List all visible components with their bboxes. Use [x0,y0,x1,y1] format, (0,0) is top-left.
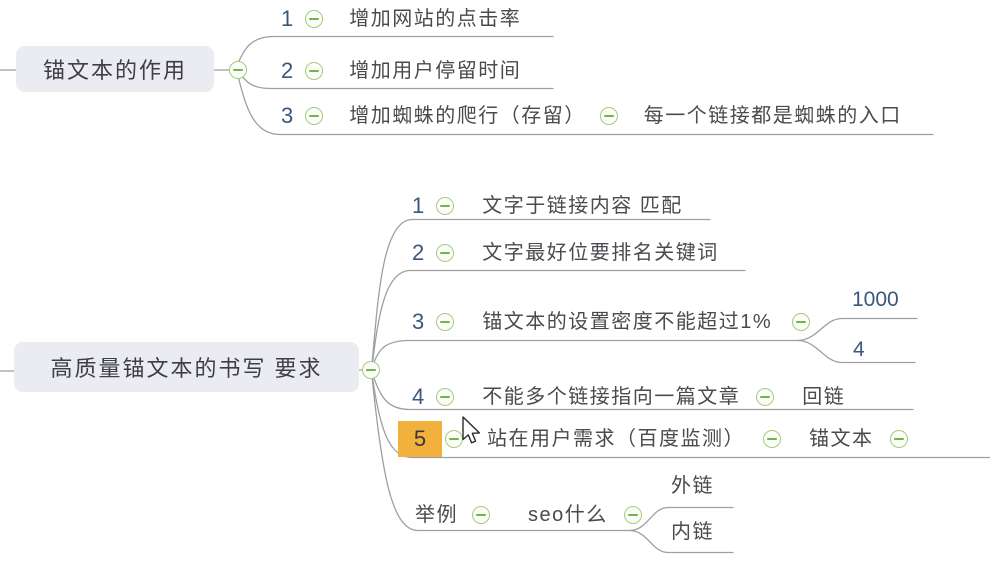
topic-label[interactable]: 文字于链接内容 匹配 [482,195,683,217]
topic-label[interactable]: 不能多个链接指向一篇文章 [482,386,741,408]
topic-label[interactable]: seo什么 [528,504,608,526]
topic-label[interactable]: 增加蜘蛛的爬行（存留） [349,105,586,127]
topic-label[interactable]: 举例 [415,504,458,526]
collapse-icon[interactable] [436,244,455,262]
collapse-icon[interactable] [436,313,455,331]
root-topic-label: 锚文本的作用 [42,58,187,83]
collapse-icon[interactable] [436,197,455,215]
connector-path [629,506,734,532]
topic-number-selected[interactable]: 5 [398,421,442,457]
subtopic-label[interactable]: 每一个链接都是蜘蛛的入口 [643,105,902,127]
subtopic-label[interactable]: 内链 [671,521,714,543]
branch-row: 4 不能多个链接指向一篇文章 回链 [412,380,845,414]
branch-row-selected: 5 站在用户需求（百度监测） 锚文本 [398,421,908,457]
collapse-icon[interactable] [889,430,908,448]
collapse-icon[interactable] [756,388,775,406]
collapse-icon[interactable] [436,388,455,406]
topic-number[interactable]: 4 [412,384,425,409]
cursor-arrow [462,416,481,444]
branch-row: 3 增加蜘蛛的爬行（存留） 每一个链接都是蜘蛛的入口 [281,99,902,133]
connector-path [797,317,918,342]
branch-row: 2 文字最好位要排名关键词 [412,236,719,270]
connector-path [371,339,799,369]
collapse-icon[interactable] [792,313,811,331]
topic-number[interactable]: 2 [412,240,425,265]
topic-label[interactable]: 增加用户停留时间 [349,60,522,82]
root-topic-anchor-writing-requirements[interactable]: 高质量锚文本的书写 要求 [14,342,359,392]
connector-path [237,35,554,65]
topic-label[interactable]: 文字最好位要排名关键词 [482,242,719,264]
subtopic-label[interactable]: 4 [853,338,865,361]
branch-row: 举例 seo什么 [415,498,642,532]
collapse-icon[interactable] [305,10,324,28]
connector-path [371,375,631,532]
connector-path [797,339,916,364]
subtopic-label[interactable]: 锚文本 [809,428,874,450]
connector-path [371,373,990,459]
topic-number[interactable]: 2 [281,58,294,83]
topic-number[interactable]: 1 [412,193,425,218]
branch-row: 3 锚文本的设置密度不能超过1% [412,305,811,339]
collapse-icon[interactable] [305,62,324,80]
mouse-cursor [462,416,481,444]
root-topic-anchor-text-role[interactable]: 锚文本的作用 [16,46,214,92]
collapse-icon[interactable] [763,430,781,448]
collapse-icon[interactable] [472,506,490,524]
collapse-icon[interactable] [362,361,380,379]
collapse-icon[interactable] [305,107,324,125]
root-topic-label: 高质量锚文本的书写 要求 [50,356,323,381]
branch-row: 1 增加网站的点击率 [281,2,521,36]
topic-number[interactable]: 1 [281,6,294,31]
subtopic-label[interactable]: 回链 [802,386,846,408]
connector-path [237,75,934,136]
subtopic-label[interactable]: 外链 [671,475,714,497]
topic-label[interactable]: 锚文本的设置密度不能超过1% [482,311,773,333]
collapse-icon[interactable] [599,107,618,125]
collapse-icon[interactable] [445,430,463,448]
connector-path [371,269,746,367]
topic-number[interactable]: 3 [281,103,294,128]
branch-row: 2 增加用户停留时间 [281,54,521,88]
topic-number[interactable]: 3 [412,309,425,334]
branch-row: 1 文字于链接内容 匹配 [412,189,683,223]
collapse-icon[interactable] [623,506,642,524]
connector-path [629,529,734,554]
collapse-icon[interactable] [229,61,247,79]
subtopic-label[interactable]: 1000 [852,288,899,311]
connector-path [371,218,711,365]
topic-label[interactable]: 站在用户需求（百度监测） [487,428,745,450]
connector-path [371,371,914,411]
topic-label[interactable]: 增加网站的点击率 [349,8,522,30]
